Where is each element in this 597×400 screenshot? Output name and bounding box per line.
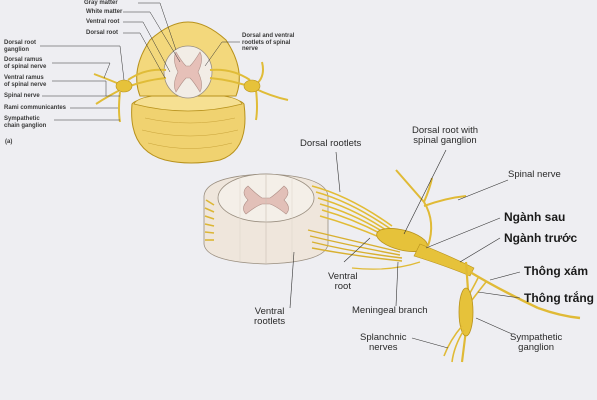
label-meningeal-branch: Meningeal branch — [352, 306, 428, 316]
label-ventral-root-a: Ventral root — [86, 19, 119, 26]
label-dorsal-root-a: Dorsal root — [86, 30, 118, 37]
diagram-a-illustration — [40, 3, 288, 163]
label-nganh-truoc: Ngành trước — [504, 232, 577, 245]
spinal-nerve-trunk — [414, 244, 474, 276]
label-spinal-nerve-a: Spinal nerve — [4, 93, 40, 100]
label-thong-xam: Thông xám — [524, 265, 588, 278]
label-rami-communicantes-a: Rami communicantes — [4, 105, 66, 112]
label-white-matter: White matter — [86, 9, 122, 16]
label-nganh-sau: Ngành sau — [504, 211, 565, 224]
panel-label-a: (a) — [5, 139, 12, 146]
diagram-b-illustration — [204, 150, 580, 362]
label-spinal-nerve-b: Spinal nerve — [508, 170, 561, 180]
label-gray-matter: Gray matter — [84, 0, 118, 7]
meningeal-branch-nerve — [352, 262, 420, 269]
sympathetic-ganglion — [459, 288, 473, 336]
label-thong-trang: Thông trắng — [524, 292, 594, 305]
splanchnic-nerves-b — [444, 326, 464, 362]
label-dorsal-rootlets-b: Dorsal rootlets — [300, 139, 361, 149]
